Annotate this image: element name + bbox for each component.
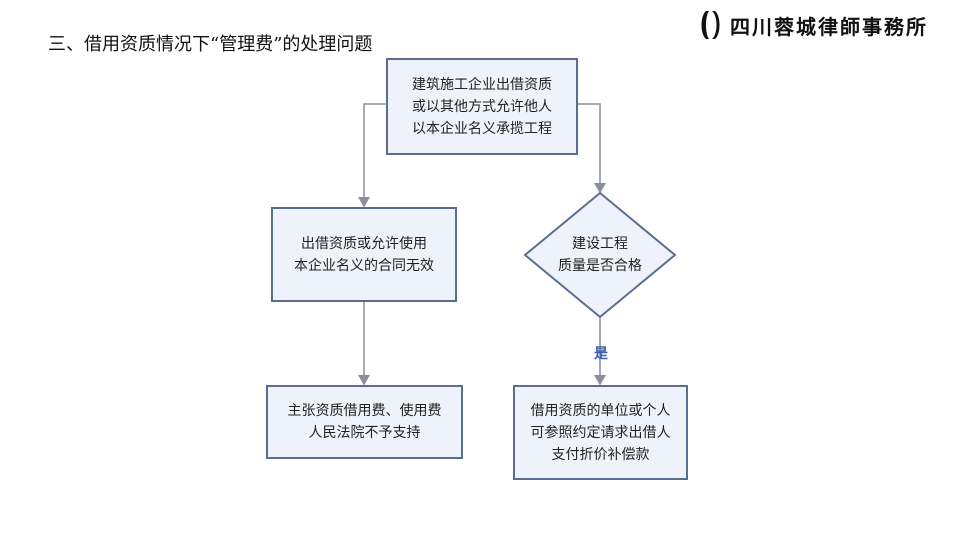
firm-emblem-icon — [701, 11, 720, 39]
decision-line-1: 建设工程 — [572, 236, 628, 252]
decision-diamond — [523, 191, 677, 319]
decision-line-2: 质量是否合格 — [558, 258, 642, 274]
firm-name: 四川蓉城律師事務所 — [730, 14, 928, 39]
fee-not-supported-line-1: 主张资质借用费、使用费 — [287, 403, 442, 419]
compensation-line-1: 借用资质的单位或个人 — [530, 402, 671, 419]
contract-invalid-line-2: 本企业名义的合同无效 — [294, 257, 434, 274]
contract-invalid-box: 出借资质或允许使用 本企业名义的合同无效 — [271, 207, 457, 302]
connector-start-to-left — [358, 103, 386, 208]
compensation-line-3: 支付折价补偿款 — [551, 446, 650, 463]
start-line-2: 或以其他方式允许他人 — [412, 98, 552, 115]
contract-invalid-line-1: 出借资质或允许使用 — [301, 235, 427, 252]
start-box: 建筑施工企业出借资质 或以其他方式允许他人 以本企业名义承揽工程 — [386, 58, 578, 155]
yes-label: 是 — [594, 346, 608, 362]
start-line-3: 以本企业名义承揽工程 — [412, 120, 552, 137]
fee-not-supported-line-2: 人民法院不予支持 — [308, 425, 421, 441]
compensation-box: 借用资质的单位或个人 可参照约定请求出借人 支付折价补偿款 — [513, 385, 688, 480]
slide-title: 三、借用资质情况下“管理费”的处理问题 — [48, 34, 373, 55]
compensation-line-2: 可参照约定请求出借人 — [530, 424, 671, 441]
connector-start-to-decision — [578, 103, 606, 194]
firm-logo: 四川蓉城律師事務所 — [698, 8, 928, 42]
decision-text: 建设工程 质量是否合格 — [525, 225, 675, 285]
fee-not-supported-box: 主张资质借用费、使用费 人民法院不予支持 — [266, 385, 463, 459]
start-line-1: 建筑施工企业出借资质 — [412, 76, 552, 93]
